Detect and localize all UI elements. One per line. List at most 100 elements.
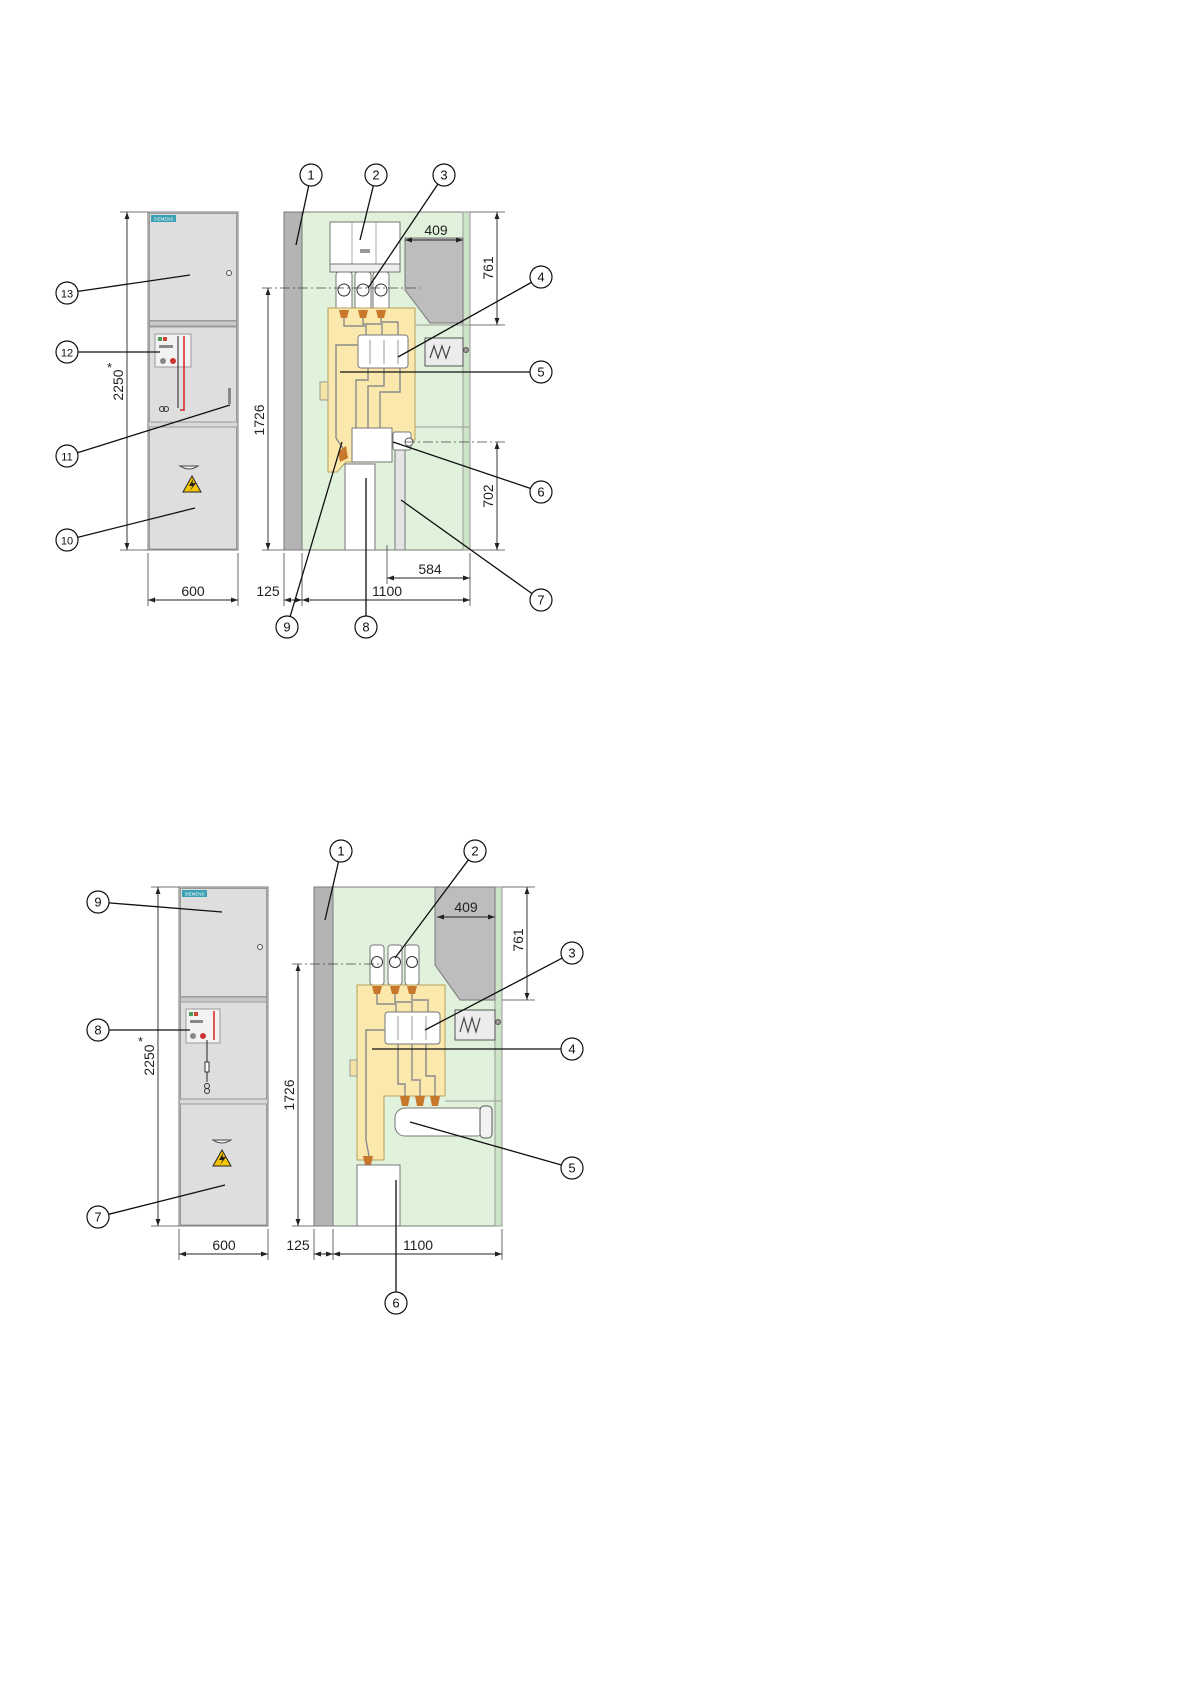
height-note-asterisk-fig2: * [138, 1034, 143, 1049]
fuse-canister [395, 1108, 487, 1136]
bushing-cap [357, 284, 369, 296]
callout-number: 5 [568, 1161, 575, 1176]
callout-number: 9 [283, 620, 290, 635]
callout-number: 4 [568, 1042, 575, 1057]
figure-1-front-view: SIEMENS [148, 212, 238, 550]
figure-1-side-view [284, 212, 470, 550]
wall-bracket [350, 1060, 357, 1076]
three-position-switch [358, 335, 408, 368]
dimension-label: 600 [212, 1237, 236, 1253]
dimension-label: 584 [418, 561, 442, 577]
busbar-label [360, 249, 370, 253]
dimension-label: 702 [480, 484, 496, 508]
bushing-cap [390, 957, 401, 968]
callout-number: 9 [94, 895, 101, 910]
mechanism-shaft [496, 1020, 501, 1025]
rear-edge-strip [495, 887, 502, 1226]
operating-mechanism [455, 1010, 495, 1040]
callout-number: 6 [537, 485, 544, 500]
indicator-lamp-red [194, 1012, 198, 1016]
callout-number: 11 [61, 452, 72, 464]
bushing-cap [407, 957, 418, 968]
dim-figure-2-side-view-height-dim: 1726 [281, 964, 298, 1226]
indicator-lamp-red [163, 337, 167, 341]
dimension-label: 600 [181, 583, 205, 599]
bushing-cap [372, 957, 383, 968]
busbar-compartment [330, 222, 400, 264]
rating-label [159, 345, 173, 348]
bushing-plate [330, 264, 400, 272]
dimension-label: 2250 [141, 1044, 157, 1075]
dimension-label: 409 [454, 899, 478, 915]
callout-number: 8 [94, 1023, 101, 1038]
dim-figure-1-side-view-top-dim: 761 [480, 212, 497, 325]
callout-number: 5 [537, 365, 544, 380]
dim-figure-1-side-view-height-dim: 1726 [251, 288, 268, 550]
dim-figure-1-side-view-bottom-dim: 702 [480, 442, 497, 550]
dim-figure-2-side-view-top-dim: 761 [510, 887, 527, 1000]
callout-figure-1-7: 7 [401, 500, 552, 611]
height-note-asterisk-fig1: * [107, 360, 112, 375]
callout-number: 3 [568, 946, 575, 961]
dim-figure-2-side-view-base-dim: 125 [286, 1237, 333, 1254]
operating-knob-gray [190, 1033, 196, 1039]
dim-figure-1-front-view-width-dim: 600 [148, 583, 238, 600]
dim-figure-2-side-view-depth-dim: 1100 [333, 1237, 502, 1254]
callout-number: 1 [307, 168, 314, 183]
callout-number: 1 [337, 844, 344, 859]
voltage-transformer [345, 464, 375, 550]
compartment-divider [181, 997, 267, 1002]
callout-number: 2 [372, 168, 379, 183]
callout-number: 12 [61, 348, 73, 360]
callout-number: 3 [440, 168, 447, 183]
rear-edge-strip [463, 212, 470, 550]
mechanism-shaft [464, 348, 469, 353]
callout-number: 7 [537, 593, 544, 608]
dimension-label: 761 [510, 928, 526, 952]
dimension-label: 1726 [281, 1079, 297, 1110]
dimension-label: 2250 [110, 369, 126, 400]
fuse-canister-cap [480, 1106, 492, 1138]
figure-2-front-view: SIEMENS [179, 887, 268, 1226]
transformer-box [357, 1165, 400, 1226]
dim-figure-1-front-view-height-dim: 2250 [110, 212, 127, 550]
top-compartment-door [181, 889, 267, 997]
side-wall [314, 887, 333, 1226]
dimension-label: 125 [286, 1237, 310, 1253]
dimension-label: 761 [480, 256, 496, 280]
dimension-label: 1726 [251, 404, 267, 435]
dimension-label: 1100 [372, 583, 402, 599]
callout-number: 13 [61, 289, 73, 301]
dimension-label: 1100 [403, 1237, 433, 1253]
rating-label [190, 1020, 203, 1023]
dimension-label: 409 [424, 222, 448, 238]
siemens-logo-text: SIEMENS [154, 217, 174, 222]
door-lock-knob [258, 945, 263, 950]
dim-figure-2-front-view-height-dim: 2250 [141, 887, 158, 1226]
wall-bracket [320, 382, 328, 400]
dim-figure-2-front-view-width-dim: 600 [179, 1237, 268, 1254]
callout-number: 10 [61, 536, 73, 548]
current-transformer [352, 428, 392, 462]
dim-figure-1-side-view-bottom-width-dim: 584 [387, 561, 470, 578]
compartment-divider [150, 321, 237, 326]
callout-number: 8 [362, 620, 369, 635]
callout-number: 2 [471, 844, 478, 859]
callout-number: 4 [537, 270, 544, 285]
callout-number: 6 [392, 1296, 399, 1311]
door-lock-knob [227, 271, 232, 276]
bushing-cap [338, 284, 350, 296]
indicator-lamp-green [158, 337, 162, 341]
fuse-symbol-icon [205, 1062, 209, 1072]
operating-knob-red [170, 358, 176, 364]
top-compartment-door [150, 214, 237, 321]
siemens-logo-text: SIEMENS [185, 892, 205, 897]
cable [395, 450, 405, 550]
operating-knob-gray [160, 358, 166, 364]
callout-number: 7 [94, 1210, 101, 1225]
side-wall [284, 212, 302, 550]
bushing-cap [375, 284, 387, 296]
position-indicator-marks [228, 388, 231, 404]
operating-knob-red [200, 1033, 206, 1039]
